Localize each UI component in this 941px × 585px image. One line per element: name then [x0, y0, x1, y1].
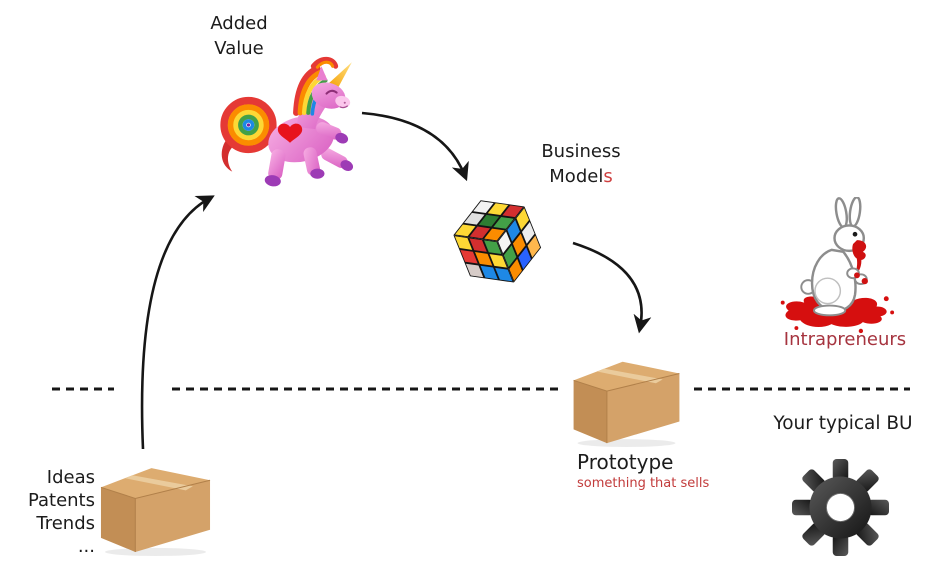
cube-sticker: [464, 212, 485, 225]
ideas-box-icon: [94, 455, 217, 556]
business-models-line1: Business: [541, 141, 621, 162]
arrow-added-value-to-business-model: [361, 111, 469, 182]
prototype-label: Prototype: [577, 450, 674, 474]
your-typical-bu-label: Your typical BU: [773, 413, 913, 434]
cube-sticker: [493, 216, 514, 229]
cube-sticker: [512, 233, 526, 256]
cube-sticker: [527, 235, 541, 258]
cube-sticker: [460, 249, 478, 264]
cube-sticker: [502, 205, 523, 218]
cube-sticker: [469, 238, 487, 252]
arrow-ideas-to-added-value: [140, 195, 215, 450]
prototype-box-icon: [567, 349, 686, 447]
gear-icon: [792, 459, 889, 556]
unicorn-heart: [277, 123, 303, 143]
cube-sticker: [465, 263, 484, 278]
unicorn-tail: [220, 96, 277, 172]
cube-sticker: [516, 208, 530, 231]
cube-sticker: [495, 267, 513, 282]
rabbit-eye: [852, 231, 858, 237]
cube-sticker: [489, 254, 507, 268]
rubiks-cube-icon: [453, 200, 542, 283]
cube-sticker: [509, 258, 522, 281]
inputs-line-trends: Trends: [36, 513, 95, 534]
inputs-line-patents: Patents: [27, 490, 95, 511]
cube-sticker: [454, 236, 473, 250]
cube-sticker: [484, 240, 502, 254]
cube-sticker: [518, 247, 532, 270]
business-models-label: Business Models: [524, 139, 638, 189]
cube-sticker: [474, 252, 493, 266]
business-models-line2-red-s: s: [603, 166, 613, 187]
added-value-line1: Added: [210, 13, 268, 34]
cube-sticker: [507, 219, 520, 242]
cube-sticker: [455, 224, 476, 237]
arrow-business-model-to-prototype: [572, 241, 652, 334]
added-value-line2: Value: [214, 38, 264, 59]
business-models-line2-black: Model: [549, 166, 604, 187]
cube-sticker: [473, 201, 494, 213]
inputs-line-ideas: Ideas: [46, 467, 95, 488]
cube-sticker: [469, 226, 491, 239]
cube-sticker: [498, 231, 511, 254]
unicorn-horn: [328, 62, 352, 89]
cube-sticker: [478, 214, 500, 227]
prototype-subtitle: something that sells: [577, 476, 710, 491]
inputs-line-ellipsis: ...: [77, 536, 95, 557]
intrapreneurs-label: Intrapreneurs: [783, 329, 907, 350]
cube-sticker: [521, 221, 535, 244]
cube-sticker: [480, 265, 498, 280]
unicorn-mane: [293, 56, 339, 116]
cube-sticker: [484, 228, 505, 241]
killer-rabbit-icon: [780, 197, 895, 334]
unicorn-icon: [220, 56, 354, 187]
bloody-mouth: [852, 240, 867, 260]
inputs-label: Ideas Patents Trends ...: [4, 466, 95, 558]
cube-sticker: [503, 245, 517, 268]
added-value-label: Added Value: [186, 11, 292, 61]
business-models-line2: Models: [524, 164, 638, 189]
cube-sticker: [487, 203, 509, 216]
